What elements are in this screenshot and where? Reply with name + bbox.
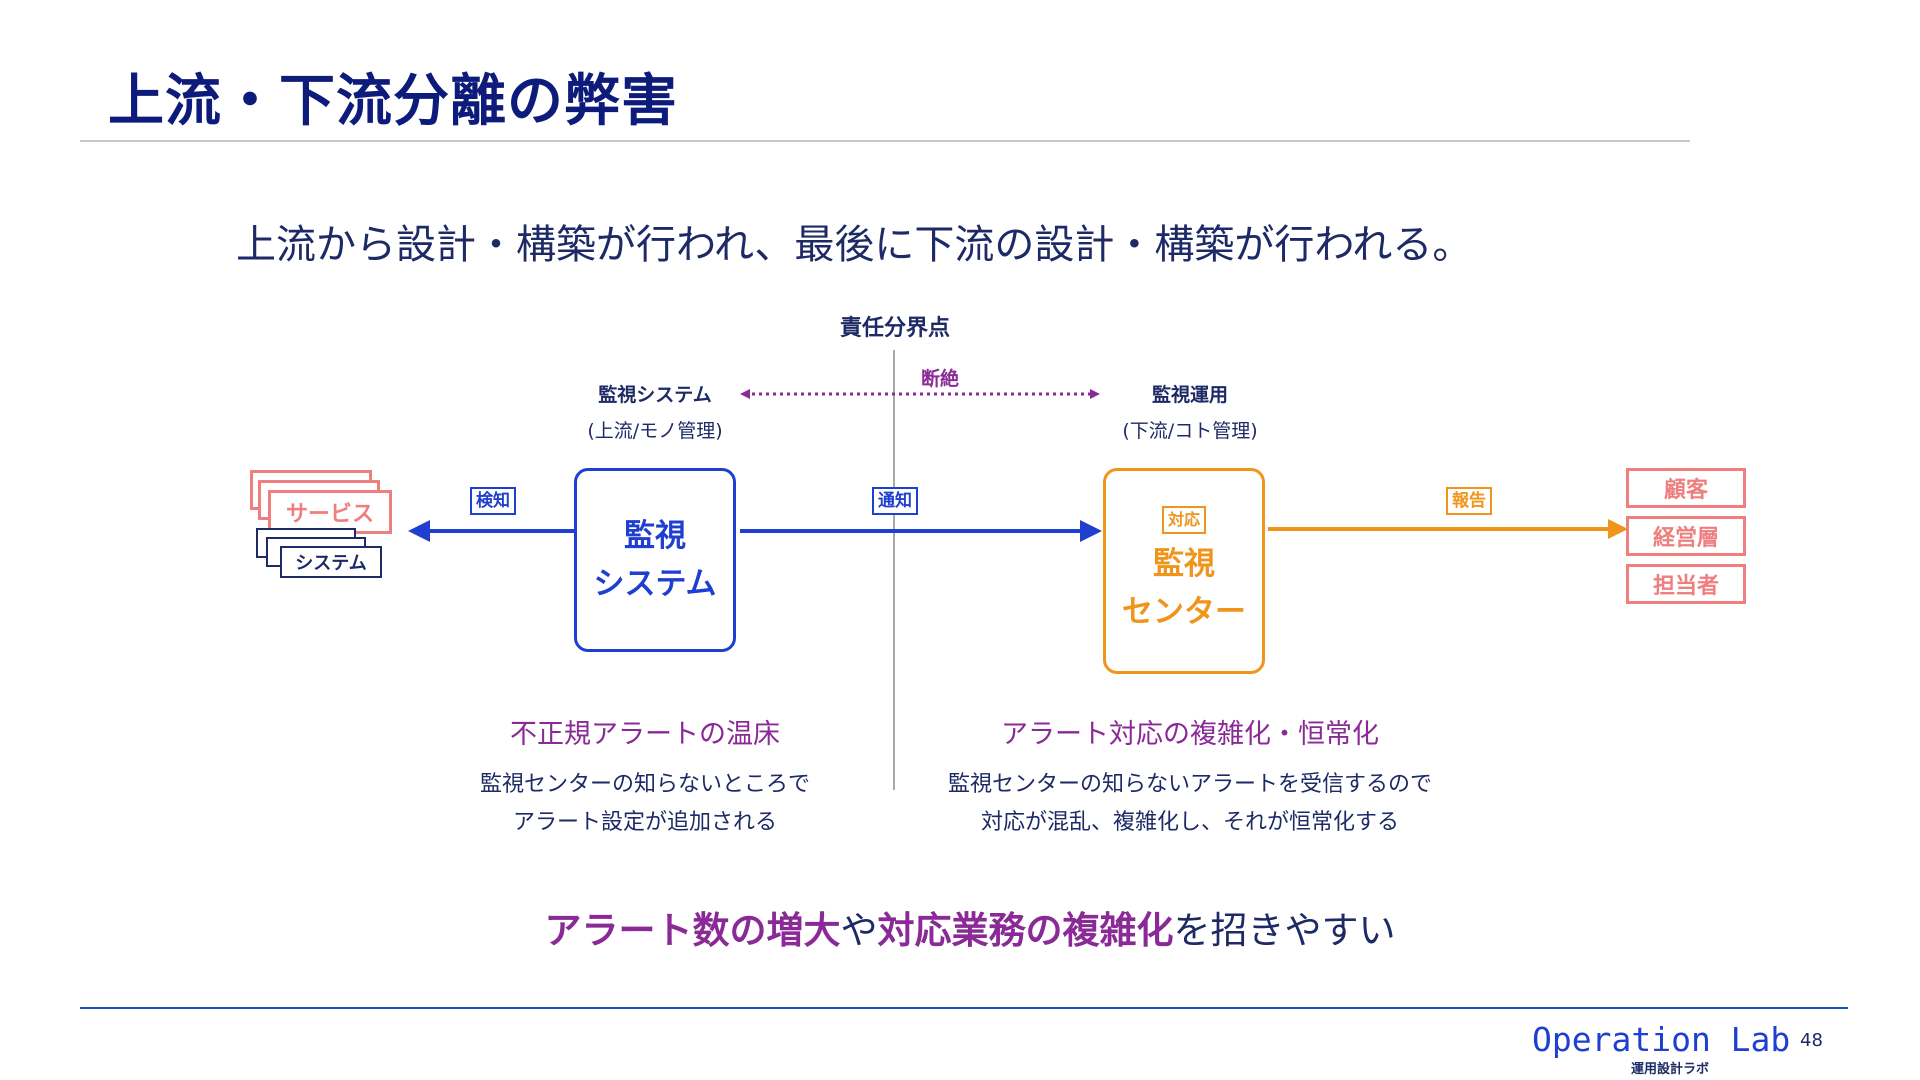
customer-box: 顧客 [1626,468,1746,508]
problem-right-desc: 監視センターの知らないアラートを受信するので 対応が混乱、複雑化し、それが恒常化… [910,766,1470,842]
report-tag: 報告 [1446,487,1492,515]
problem-left-desc-line2: アラート設定が追加される [512,810,777,835]
conclusion-connector: や [840,909,878,952]
monitoring-center-box: 対応 監視 センター [1103,468,1265,674]
notify-arrowhead [1080,520,1102,542]
monitoring-system-line2: システム [593,566,717,602]
staff-box: 担当者 [1626,564,1746,604]
brand-subtitle: 運用設計ラボ [1630,1062,1709,1077]
problem-left-desc: 監視センターの知らないところで アラート設定が追加される [425,766,865,842]
system-card: システム [280,546,382,578]
downstream-sub: (下流/コト管理) [1122,420,1258,442]
upstream-sub: (上流/モノ管理) [587,420,723,442]
lead-text: 上流から設計・構築が行われ、最後に下流の設計・構築が行われる。 [236,222,1473,268]
responsibility-boundary-label: 責任分界点 [839,316,950,341]
management-box: 経営層 [1626,516,1746,556]
conclusion-alert-increase: アラート数の増大 [544,909,841,952]
detect-arrowhead [408,520,430,542]
page-number: 48 [1800,1030,1823,1051]
disconnect-label: 断絶 [920,368,959,390]
notify-tag: 通知 [872,487,918,515]
title-divider [80,140,1690,142]
monitoring-system-line1: 監視 [624,518,686,554]
report-arrowhead [1608,519,1628,539]
problem-right-desc-line2: 対応が混乱、複雑化し、それが恒常化する [980,810,1399,835]
response-tag: 対応 [1161,506,1206,534]
upstream-heading: 監視システム [598,384,712,406]
problem-right-heading: アラート対応の複雑化・恒常化 [1001,719,1379,750]
problem-right-desc-line1: 監視センターの知らないアラートを受信するので [947,772,1432,797]
monitoring-center-line2: センター [1122,594,1246,630]
conclusion-tail: を招きやすい [1173,909,1396,952]
conclusion-complexity: 対応業務の複雑化 [877,909,1174,952]
monitoring-center-line1: 監視 [1153,546,1215,582]
downstream-heading: 監視運用 [1151,384,1228,406]
monitoring-system-box: 監視 システム [574,468,736,652]
slide-title: 上流・下流分離の弊害 [108,69,678,134]
brand-logo: Operation Lab [1532,1020,1791,1059]
footer-divider [80,1007,1848,1009]
boundary-line [893,350,895,790]
detect-tag: 検知 [470,487,516,515]
conclusion: アラート数の増大や対応業務の複雑化を招きやすい [300,900,1640,954]
problem-left-desc-line1: 監視センターの知らないところで [479,772,810,797]
problem-left-heading: 不正規アラートの温床 [510,719,780,750]
